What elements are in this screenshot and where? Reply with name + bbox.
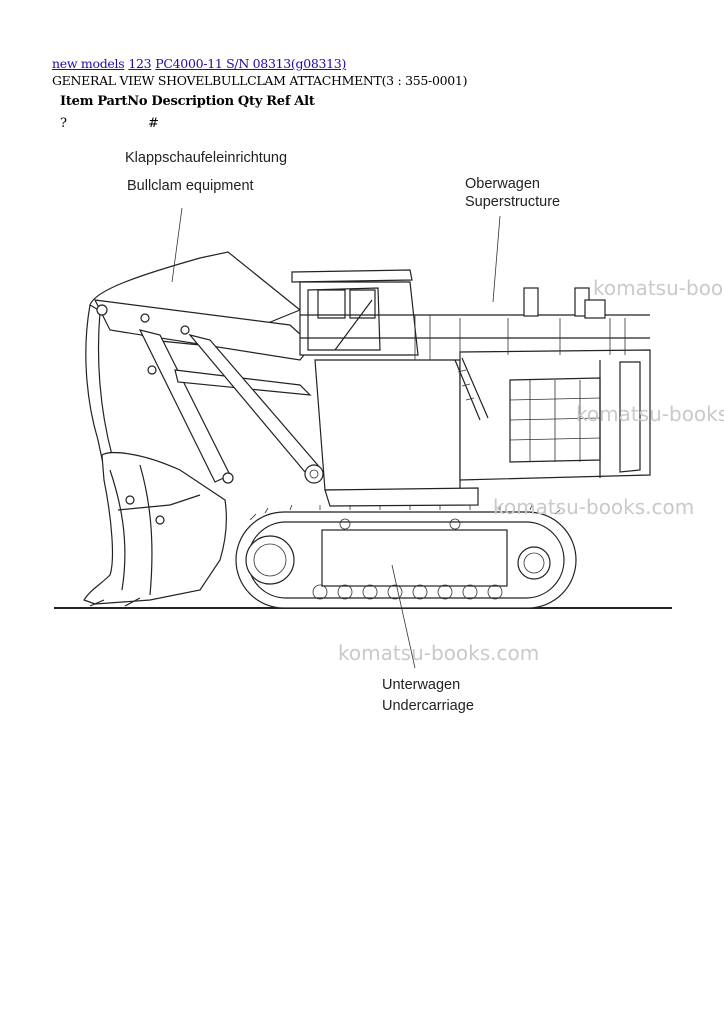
col-alt: Alt xyxy=(294,94,315,109)
label-undercarriage-de: Unterwagen xyxy=(382,677,460,693)
col-description: Description xyxy=(151,94,234,109)
label-bullclam-en: Bullclam equipment xyxy=(127,178,254,194)
superstructure xyxy=(291,269,651,507)
leader-undercarriage xyxy=(391,564,416,669)
label-undercarriage-en: Undercarriage xyxy=(382,698,474,714)
page-title: GENERAL VIEW SHOVELBULLCLAM ATTACHMENT(3… xyxy=(52,73,468,88)
breadcrumb-link-new-models[interactable]: new models xyxy=(52,56,125,71)
col-item: Item xyxy=(60,94,94,109)
watermark-4: komatsu-books.com xyxy=(338,641,539,665)
breadcrumb-link-model[interactable]: PC4000-11 S/N 08313(g08313) xyxy=(155,56,347,71)
breadcrumb-link-123[interactable]: 123 xyxy=(128,56,152,71)
leader-superstructure xyxy=(492,215,501,303)
track-rollers xyxy=(312,518,503,600)
table-cell-partno: # xyxy=(148,116,159,131)
table-cell-item: ? xyxy=(60,116,67,131)
undercarriage xyxy=(235,504,577,609)
watermark-1: komatsu-books.com xyxy=(593,276,724,300)
label-superstructure-en: Superstructure xyxy=(465,194,560,210)
watermark-3: komatsu-books.com xyxy=(493,495,694,519)
col-qty: Qty xyxy=(237,94,263,109)
label-superstructure-de: Oberwagen xyxy=(465,176,540,192)
leader-bullclam xyxy=(171,207,183,283)
watermark-2: komatsu-books.com xyxy=(576,402,724,426)
label-bullclam-de: Klappschaufeleinrichtung xyxy=(125,150,287,166)
col-ref: Ref xyxy=(266,94,291,109)
col-partno: PartNo xyxy=(97,94,148,109)
